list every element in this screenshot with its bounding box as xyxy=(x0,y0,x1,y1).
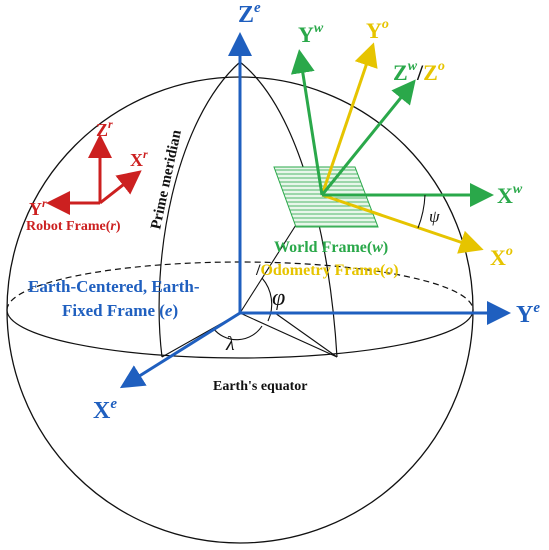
robot-y-label: Yr xyxy=(29,196,47,219)
world-x-label: Xw xyxy=(497,182,523,208)
world-y-axis xyxy=(290,49,324,196)
world-odometry-z-label: Zw/Zo xyxy=(393,59,445,85)
prime-meridian-arc xyxy=(158,61,241,358)
robot-x-label: Xr xyxy=(130,147,148,170)
earth-y-label: Ye xyxy=(516,300,540,328)
world-z-axis xyxy=(320,79,416,196)
world-y-label: Yw xyxy=(298,21,324,47)
earth-x-label: Xe xyxy=(93,396,117,424)
latitude-symbol: φ xyxy=(272,285,285,311)
world-frame-name: World Frame(w) xyxy=(274,239,388,256)
equator-label: Earth's equator xyxy=(213,379,308,394)
radial-to-local xyxy=(239,312,338,358)
robot-x-axis xyxy=(99,170,142,205)
odometry-frame-name: /Odometry Frame(o) xyxy=(255,262,399,279)
odometry-y-axis xyxy=(320,42,378,196)
earth-frame-name-line1: Earth-Centered, Earth- xyxy=(28,277,200,296)
earth-frame-name-line2: Fixed Frame (e) xyxy=(62,301,178,320)
odometry-x-axis xyxy=(321,193,484,254)
odometry-x-label: Xo xyxy=(490,244,513,270)
robot-z-label: Zr xyxy=(96,117,113,140)
robot-frame-name: Robot Frame(r) xyxy=(26,219,121,234)
prime-meridian-label: Prime meridian xyxy=(148,128,185,231)
equator-chord xyxy=(274,312,338,358)
heading-symbol: ψ xyxy=(429,207,440,226)
earth-z-label: Ze xyxy=(238,0,261,28)
equator-front xyxy=(6,309,474,359)
longitude-symbol: λ xyxy=(225,333,235,355)
longitude-angle-arc xyxy=(212,325,263,341)
heading-angle-arc xyxy=(417,194,426,229)
latitude-angle-arc xyxy=(261,277,273,322)
earth-x-axis xyxy=(119,311,241,389)
odometry-y-label: Yo xyxy=(366,17,389,43)
